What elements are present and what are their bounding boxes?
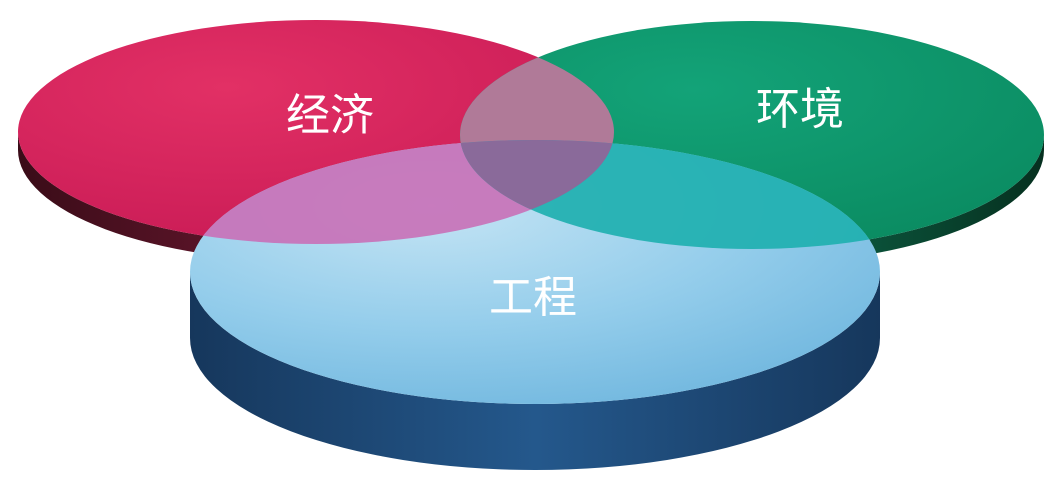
set-labels: 经济 环境 工程 <box>286 84 844 323</box>
engineering-disc-rim <box>190 272 880 470</box>
economy-label: 经济 <box>286 90 374 141</box>
environment-label: 环境 <box>756 84 844 135</box>
economy-engineering-overlap <box>190 140 614 244</box>
environment-engineering-overlap <box>460 140 880 249</box>
engineering-label: 工程 <box>489 272 577 323</box>
